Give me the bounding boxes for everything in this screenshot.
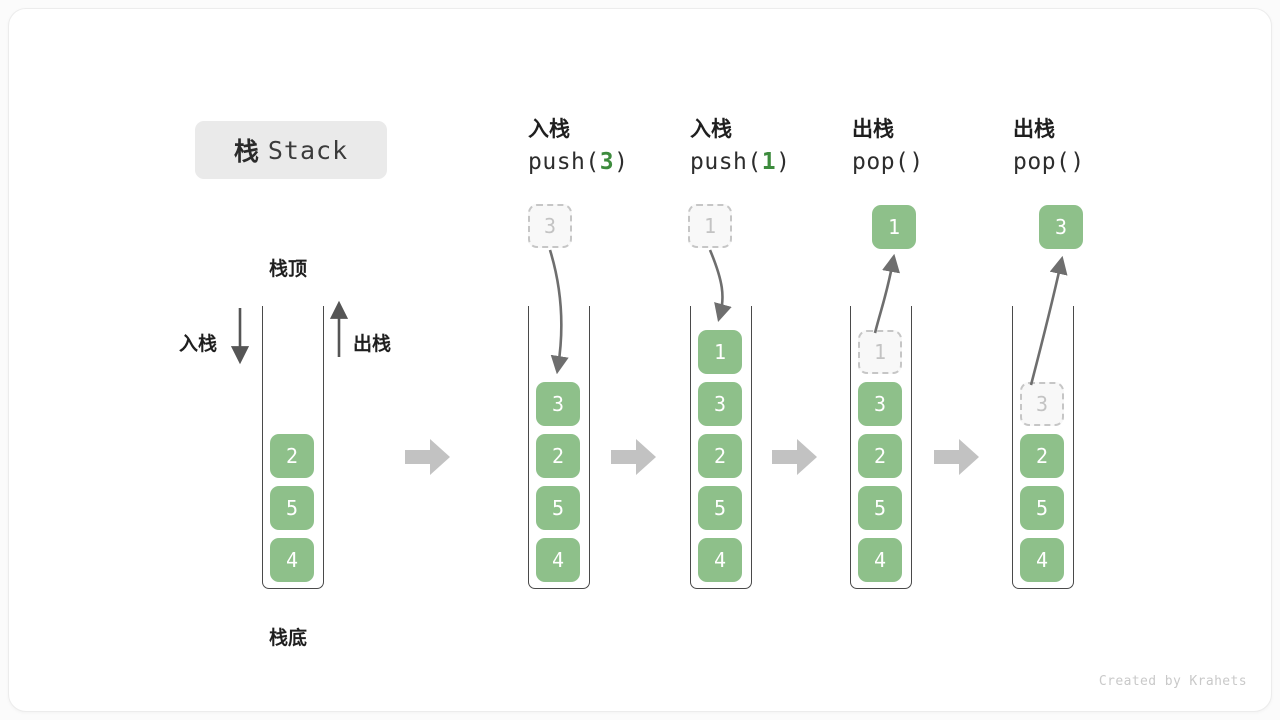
stack-cell: 1 xyxy=(858,330,902,374)
stack-container-step-1 xyxy=(528,306,590,589)
floating-value-box: 3 xyxy=(1039,205,1083,249)
step-arrow-icon xyxy=(934,437,980,477)
reference-stack-container xyxy=(262,306,324,589)
pop-side-label: 出栈 xyxy=(353,334,392,355)
column-op-code: push(1) xyxy=(690,145,790,179)
column-header-push-3: 入栈 push(3) xyxy=(528,115,628,179)
code-suffix: ) xyxy=(614,149,629,175)
stack-cell: 3 xyxy=(536,382,580,426)
page-title-cn: 栈 xyxy=(233,138,259,166)
stack-cell: 2 xyxy=(536,434,580,478)
floating-value-box: 1 xyxy=(688,204,732,248)
column-op-label: 入栈 xyxy=(690,118,732,141)
stack-cell: 5 xyxy=(698,486,742,530)
floating-value-box: 3 xyxy=(528,204,572,248)
column-op-code: pop() xyxy=(852,145,924,179)
diagram-card: 栈 Stack 栈顶 栈底 入栈 出栈 2 5 4 入栈 push(3) 3 3… xyxy=(8,8,1272,712)
stack-cell: 3 xyxy=(698,382,742,426)
code-prefix: pop( xyxy=(1013,149,1071,175)
stack-top-label: 栈顶 xyxy=(269,259,308,280)
reference-stack-cell: 4 xyxy=(270,538,314,582)
stack-cell: 2 xyxy=(698,434,742,478)
code-prefix: push( xyxy=(690,149,762,175)
reference-stack-cell: 5 xyxy=(270,486,314,530)
step-arrow-icon xyxy=(405,437,451,477)
reference-stack-cell: 2 xyxy=(270,434,314,478)
step-arrow-icon xyxy=(611,437,657,477)
stack-cell: 2 xyxy=(858,434,902,478)
credit-text: Created by Krahets xyxy=(1098,674,1247,689)
column-op-label: 出栈 xyxy=(1013,118,1055,141)
stack-container-step-3 xyxy=(850,306,912,589)
code-suffix: ) xyxy=(776,149,791,175)
code-suffix: ) xyxy=(1070,149,1085,175)
column-op-code: pop() xyxy=(1013,145,1085,179)
column-header-pop-1: 出栈 pop() xyxy=(852,115,924,179)
push-side-label: 入栈 xyxy=(179,334,218,355)
floating-value-box: 1 xyxy=(872,205,916,249)
stack-cell: 4 xyxy=(1020,538,1064,582)
stack-cell: 5 xyxy=(536,486,580,530)
stack-cell: 5 xyxy=(1020,486,1064,530)
page-title: 栈 Stack xyxy=(195,121,387,179)
stack-cell: 3 xyxy=(858,382,902,426)
column-op-label: 出栈 xyxy=(852,118,894,141)
stack-cell: 1 xyxy=(698,330,742,374)
stack-cell: 4 xyxy=(698,538,742,582)
column-header-push-1: 入栈 push(1) xyxy=(690,115,790,179)
code-prefix: pop( xyxy=(852,149,910,175)
column-header-pop-2: 出栈 pop() xyxy=(1013,115,1085,179)
stack-cell: 2 xyxy=(1020,434,1064,478)
code-prefix: push( xyxy=(528,149,600,175)
column-op-label: 入栈 xyxy=(528,118,570,141)
code-suffix: ) xyxy=(909,149,924,175)
page-title-en: Stack xyxy=(267,135,349,165)
stack-container-step-4 xyxy=(1012,306,1074,589)
stack-bottom-label: 栈底 xyxy=(269,628,308,649)
column-op-code: push(3) xyxy=(528,145,628,179)
stack-cell: 5 xyxy=(858,486,902,530)
code-arg: 1 xyxy=(761,149,777,175)
stack-container-step-2 xyxy=(690,306,752,589)
stack-cell: 4 xyxy=(858,538,902,582)
code-arg: 3 xyxy=(599,149,615,175)
stack-cell: 4 xyxy=(536,538,580,582)
step-arrow-icon xyxy=(772,437,818,477)
stack-cell: 3 xyxy=(1020,382,1064,426)
